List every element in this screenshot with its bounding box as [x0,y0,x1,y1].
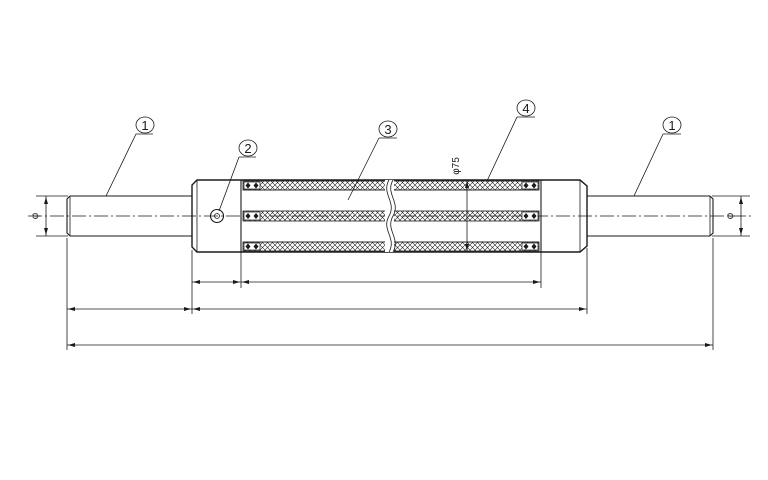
left-shaft [66,195,192,237]
balloon-part-1-left: 1 [105,116,155,197]
break-line [385,179,396,253]
balloon-part-1-right: 1 [633,116,682,197]
dimension-sleeve-length [241,280,541,284]
balloon-part-2: 2 [218,139,258,212]
balloon-label-1-right: 1 [668,118,675,133]
left-shaft-diameter-dimension [36,195,68,237]
roller-body [191,179,588,253]
diameter-75-label: φ75 [451,157,462,175]
dimension-body-length [192,307,587,311]
balloon-part-3: 3 [347,120,398,201]
right-shaft [587,195,714,237]
dimension-sleeve-offset [192,280,241,284]
left-shaft-diameter-label: φ [30,212,41,219]
balloon-label-2: 2 [244,141,251,156]
balloon-part-4: 4 [486,99,536,182]
dimension-overall-length [67,343,713,347]
right-shaft-diameter-dimension [712,195,750,237]
extension-lines [66,238,714,350]
pin-hole [209,208,225,224]
dimension-left-shaft-length [67,307,192,311]
seal-blocks [243,181,539,251]
right-shaft-diameter-label: φ [725,212,736,219]
balloon-label-1-left: 1 [141,118,148,133]
balloon-label-3: 3 [384,122,391,137]
diameter-75-dimension [465,180,469,252]
balloon-label-4: 4 [522,101,529,116]
